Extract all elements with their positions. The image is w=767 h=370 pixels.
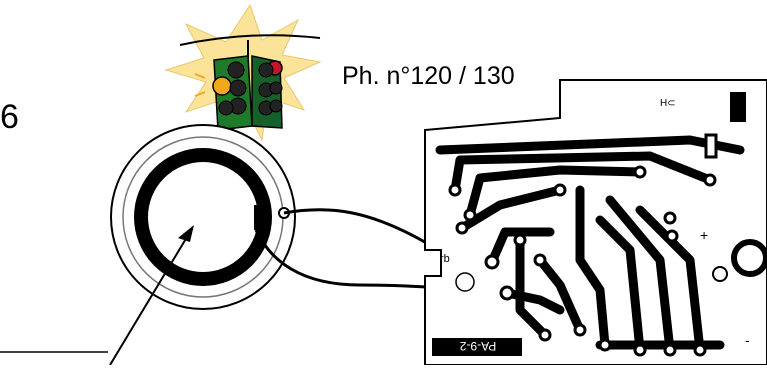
board-plus-sign: + [700, 227, 708, 243]
slide-number: 6 [0, 98, 19, 136]
board-code-text: PA-9-2 [459, 339, 496, 353]
round-component [110, 124, 296, 310]
circuit-board: PA-9-2 rb H⊂ + - [424, 79, 767, 366]
hanging-wire [179, 34, 321, 46]
traffic-light-icon [164, 3, 322, 142]
board-text-rb: rb [440, 253, 450, 265]
photo-number-label: Ph. n°120 / 130 [342, 62, 515, 90]
board-minus-sign: - [745, 332, 750, 348]
amber-light [212, 76, 232, 96]
pointer-arrow [0, 225, 194, 366]
board-text-h: H⊂ [660, 98, 676, 109]
